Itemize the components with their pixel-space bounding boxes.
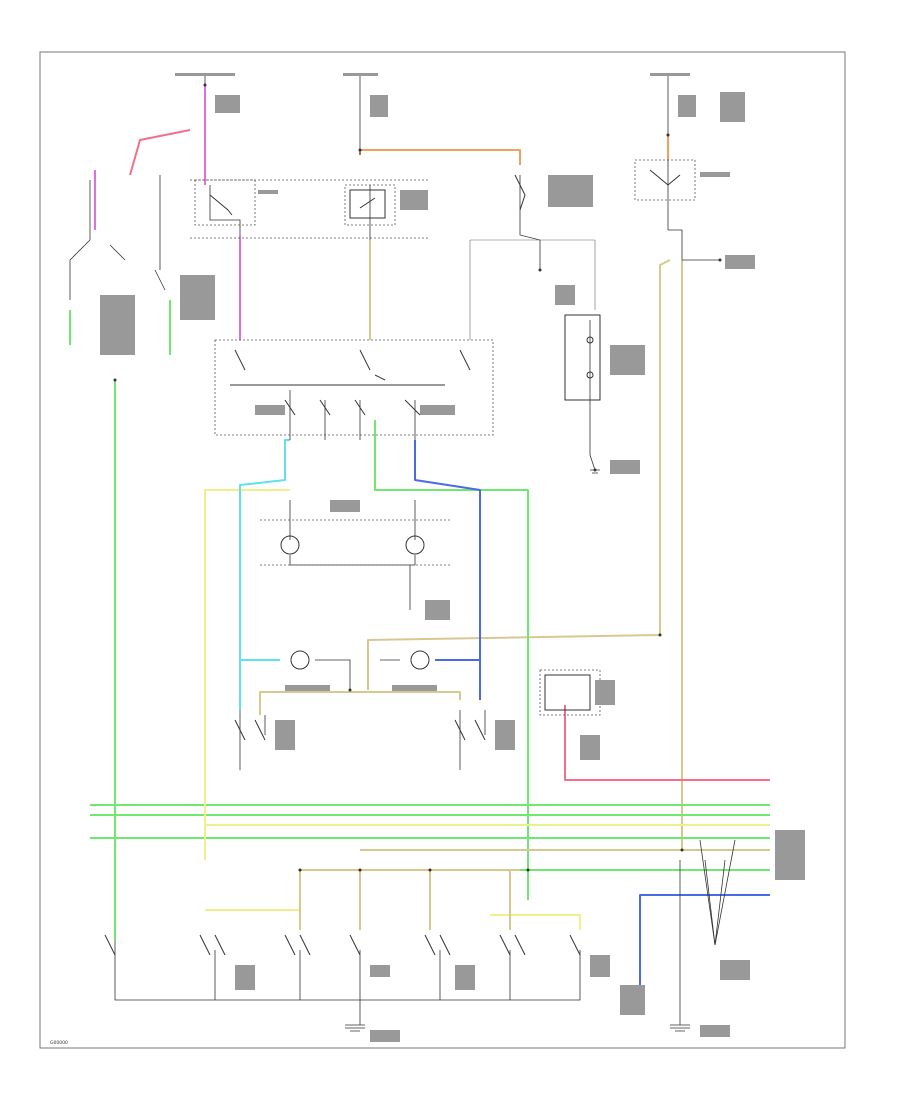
flasher-switch-icon bbox=[209, 194, 233, 216]
license-lamp-icon bbox=[349, 934, 361, 956]
right-side-marker-icon bbox=[454, 719, 486, 741]
wire-cyan-left-turn bbox=[239, 439, 290, 710]
left-front-lamp-bulb bbox=[290, 650, 310, 670]
wire-yellow-lower bbox=[205, 909, 301, 930]
hazard-flasher-enclosure bbox=[344, 184, 396, 226]
wire-tan-front-harness bbox=[259, 691, 461, 715]
flasher-enclosure bbox=[194, 179, 256, 226]
right-stop-turn-lamp-icon bbox=[499, 934, 526, 956]
right-tail-lamp-icon bbox=[424, 934, 451, 956]
left-turn-indicator-bulb bbox=[280, 535, 300, 555]
wire-red-right bbox=[564, 705, 770, 781]
black-wiring bbox=[69, 75, 736, 1026]
aux-relay-box bbox=[544, 674, 591, 711]
left-stop-turn-lamp-icon bbox=[199, 934, 226, 956]
left-tail-lamp-icon bbox=[284, 934, 311, 956]
ground-icon-rear-right bbox=[670, 1027, 690, 1032]
right-front-lamp-bulb bbox=[410, 650, 430, 670]
footer-code: G00000 bbox=[50, 1040, 68, 1046]
fine-print-labels bbox=[100, 73, 805, 1042]
ground-icon-rear-left bbox=[345, 1027, 365, 1032]
left-side-marker-icon bbox=[234, 719, 266, 741]
right-turn-indicator-bulb bbox=[405, 535, 425, 555]
left-rear-marker-icon bbox=[104, 934, 116, 956]
stop-lamp-switch-enclosure bbox=[634, 159, 696, 201]
wire-green-switch-right bbox=[374, 420, 529, 900]
hazard-switch-icon bbox=[514, 174, 526, 211]
stop-lamp-switch-icon bbox=[649, 169, 681, 186]
ground-icon-module bbox=[590, 469, 600, 474]
diagram-frame bbox=[39, 51, 846, 1049]
wire-yellow-left-vertical bbox=[204, 489, 290, 860]
wire-tan-stop-feed bbox=[367, 259, 671, 690]
wire-orange-hazard bbox=[359, 149, 521, 165]
hazard-flasher-icon bbox=[349, 189, 386, 219]
wire-red-ignition bbox=[129, 129, 191, 176]
turn-signal-switch-enclosure bbox=[214, 339, 494, 436]
turn-flasher-module bbox=[564, 314, 601, 401]
wire-blue-rear bbox=[639, 894, 770, 985]
wire-yellow-right-lamp bbox=[490, 914, 581, 930]
right-rear-marker-icon bbox=[569, 934, 581, 956]
colored-wires bbox=[69, 85, 770, 985]
components bbox=[104, 83, 722, 1032]
wire-blue-right-turn bbox=[414, 440, 481, 700]
